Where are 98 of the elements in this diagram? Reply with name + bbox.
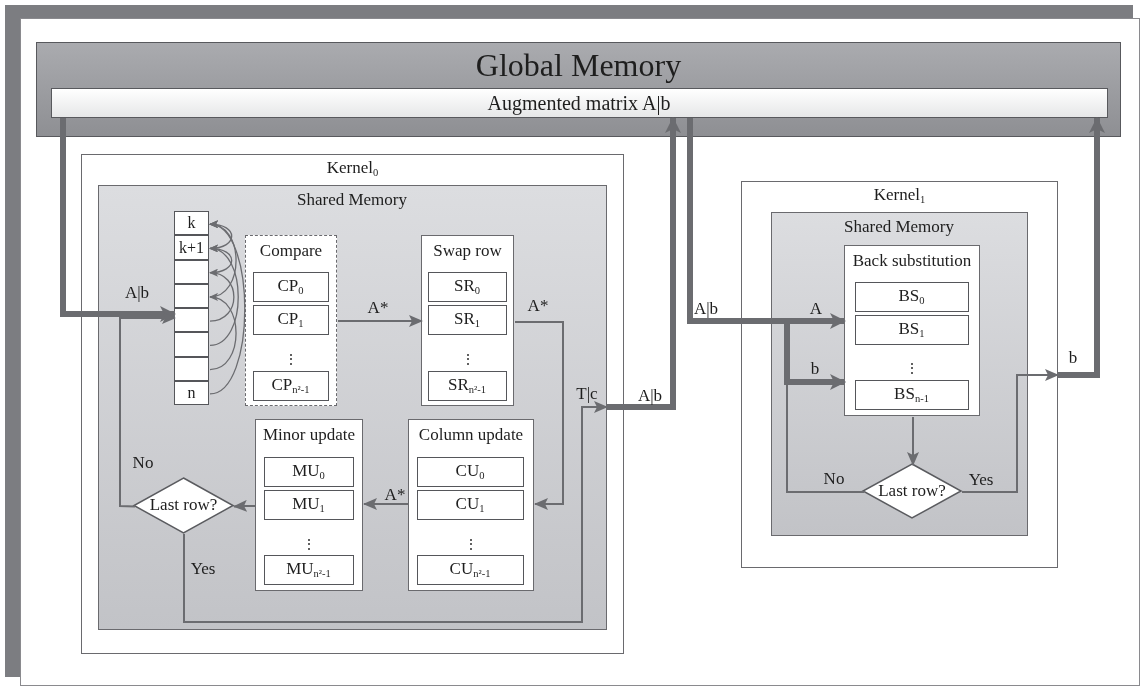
box-label: BS$_{0}$ [898, 286, 925, 307]
thread-box [252, 271, 329, 302]
arrow [961, 369, 1059, 493]
panel-title: Global Memory [475, 48, 682, 84]
arrow [607, 117, 681, 410]
array-cell [174, 356, 209, 381]
panel-title: Shared Memory [297, 190, 407, 210]
thread-box [252, 370, 329, 401]
arrow [514, 321, 564, 510]
box-label: MU$_{1}$ [292, 494, 325, 515]
ellipsis-label: ⋮ [284, 353, 298, 367]
thread-box [263, 554, 354, 585]
array-cell [174, 332, 209, 357]
curved-arrow [209, 269, 235, 322]
memory-panel [36, 42, 1121, 137]
edge-label: No [132, 453, 154, 471]
kernel-panel [81, 154, 624, 654]
box-title: Swap row [433, 242, 502, 261]
panel-title: Kernel$_{0}$ [326, 159, 379, 179]
edge-label: Yes [190, 559, 216, 577]
curved-arrow [209, 222, 246, 395]
arrow [1058, 117, 1105, 378]
array-cell [174, 308, 209, 333]
ellipsis-label: ⋮ [302, 538, 316, 552]
decision-label: Last row? [878, 481, 946, 501]
cell-label: k [187, 214, 196, 232]
box-label: CP$_{0}$ [277, 276, 304, 297]
process-box [408, 419, 534, 591]
thread-box [263, 489, 354, 520]
process-box [245, 235, 337, 406]
arrow [363, 498, 410, 510]
edge-label: A* [384, 485, 406, 503]
arrow [233, 499, 257, 512]
flow-label: A|b [693, 299, 719, 317]
thread-box [854, 314, 969, 345]
matrix-bar [50, 87, 1108, 118]
thread-box [416, 554, 524, 585]
edge-label: A [809, 299, 823, 317]
box-label: BS$_{n-1}$ [894, 384, 929, 405]
thread-box [854, 281, 969, 312]
thread-box [416, 456, 524, 487]
process-box [421, 235, 514, 406]
process-box [255, 419, 363, 591]
edge-label: A|b [637, 386, 663, 404]
box-label: MU$_{0}$ [292, 461, 325, 482]
thread-box [252, 304, 329, 335]
cell-label: n [187, 384, 196, 402]
decision-label: Last row? [149, 496, 218, 515]
array-cell [174, 211, 209, 236]
box-label: CU$_{0}$ [455, 461, 485, 482]
memory-panel [97, 184, 607, 630]
box-label: CP$_{n²-1}$ [271, 375, 310, 396]
box-label: SR$_{0}$ [453, 276, 481, 297]
box-title: Column update [418, 426, 524, 445]
memory-panel [770, 211, 1028, 536]
process-box [844, 245, 980, 416]
edge-label: No [823, 469, 845, 487]
arrow [60, 118, 176, 322]
box-label: CP$_{1}$ [277, 309, 304, 330]
thread-box [263, 456, 354, 487]
bar-label: Augmented matrix A|b [487, 91, 671, 114]
ellipsis-label: ⋮ [464, 538, 478, 552]
thread-box [416, 489, 524, 520]
panel-title: Shared Memory [844, 217, 954, 237]
edge-label: b [1068, 348, 1078, 366]
thread-box [427, 304, 507, 335]
curved-arrow [209, 294, 237, 371]
box-label: SR$_{1}$ [453, 309, 481, 330]
edge-label: Yes [968, 470, 994, 488]
box-label: CU$_{n²-1}$ [449, 559, 491, 580]
edge-label: A* [367, 298, 389, 316]
edge-label: A* [527, 296, 549, 314]
thread-box [854, 379, 969, 410]
edge-label: b [810, 359, 820, 377]
flow-label: T|c [576, 384, 598, 402]
thread-box [427, 271, 507, 302]
box-label: MU$_{n²-1}$ [286, 559, 331, 580]
kernel-panel [741, 181, 1058, 568]
box-label: SR$_{n²-1}$ [448, 375, 486, 396]
array-cell [174, 259, 209, 284]
box-title: Compare [259, 242, 323, 261]
panel-title: Kernel$_{1}$ [873, 186, 926, 206]
arrow [907, 416, 919, 466]
array-cell [174, 235, 209, 260]
array-cell [174, 380, 209, 405]
arrow [337, 315, 423, 327]
edge-label: A|b [124, 283, 150, 301]
cell-label: k+1 [179, 238, 204, 257]
box-label: CU$_{1}$ [455, 494, 485, 515]
curved-arrow [209, 246, 239, 347]
box-title: Minor update [262, 426, 356, 445]
box-label: BS$_{1}$ [898, 319, 925, 340]
box-title: Back substitution [852, 252, 972, 271]
ellipsis-label: ⋮ [905, 362, 919, 376]
array-cell [174, 283, 209, 308]
arrow [183, 401, 608, 623]
thread-box [427, 370, 507, 401]
ellipsis-label: ⋮ [460, 353, 475, 367]
